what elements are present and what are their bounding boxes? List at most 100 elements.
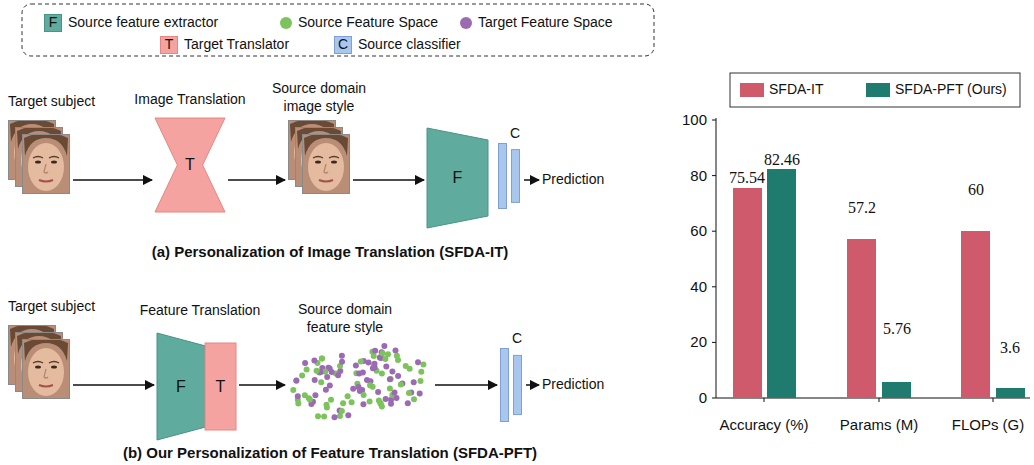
block-heading: Target subject bbox=[8, 298, 118, 316]
legend-text: Source Feature Space bbox=[298, 14, 438, 32]
output-label: Prediction bbox=[542, 171, 604, 189]
axis-tick: 0 bbox=[699, 389, 707, 408]
feature-dot bbox=[293, 377, 299, 383]
stage-label: Feature Translation bbox=[140, 302, 261, 320]
bars-shape bbox=[500, 348, 522, 422]
bars-block: C bbox=[500, 348, 522, 422]
feature-dot bbox=[378, 400, 384, 406]
legend-text: Source classifier bbox=[358, 36, 461, 54]
block-heading: C bbox=[509, 330, 525, 348]
bar-value: 57.2 bbox=[848, 198, 876, 218]
feature-dot bbox=[405, 400, 411, 406]
feature-dot bbox=[415, 359, 421, 365]
feature-dot bbox=[307, 396, 313, 402]
feature-dot bbox=[403, 363, 409, 369]
feature-dot bbox=[389, 368, 395, 374]
feature-dot bbox=[370, 384, 376, 390]
legend-text: Target Translator bbox=[184, 36, 289, 54]
block-letter: F bbox=[453, 168, 463, 188]
feature-dot bbox=[327, 383, 333, 389]
feature-dot bbox=[312, 392, 318, 398]
category-label: FLOPs (G) bbox=[952, 416, 1025, 435]
feature-dot bbox=[349, 399, 355, 405]
feature-dot bbox=[319, 356, 325, 362]
output-arrow bbox=[524, 179, 539, 181]
feature-dot bbox=[318, 379, 324, 385]
feature-dot bbox=[302, 392, 308, 398]
axis-tick: 40 bbox=[690, 277, 707, 296]
feature-dot bbox=[383, 364, 389, 370]
feature-dot bbox=[356, 371, 362, 377]
translator-shape bbox=[205, 343, 236, 430]
legend-text: SFDA-IT bbox=[769, 81, 823, 99]
feature-dot bbox=[329, 369, 335, 375]
axis-tick: 20 bbox=[690, 333, 707, 352]
feature-dot bbox=[293, 378, 299, 384]
feature-dot bbox=[420, 361, 426, 367]
axis-tick: 100 bbox=[682, 111, 707, 130]
feature-dot bbox=[418, 369, 424, 375]
feature-dot bbox=[375, 389, 381, 395]
feature-dot bbox=[360, 401, 366, 407]
trap-block: F bbox=[427, 128, 488, 228]
classifier-bar bbox=[499, 144, 507, 209]
legend-swatch bbox=[866, 83, 890, 97]
feature-dot bbox=[379, 349, 385, 355]
block-letter: F bbox=[176, 377, 186, 397]
feature-dot bbox=[393, 348, 399, 354]
hour-block: T bbox=[155, 118, 225, 212]
legend-frame bbox=[22, 4, 654, 56]
feature-dot bbox=[319, 356, 325, 362]
bar-value: 5.76 bbox=[883, 319, 911, 339]
feature-dot bbox=[394, 353, 400, 359]
chart-bars bbox=[733, 169, 1025, 398]
extractor-shape bbox=[157, 333, 205, 440]
legend-dot bbox=[460, 17, 472, 29]
feature-dot bbox=[394, 395, 400, 401]
feature-dot bbox=[324, 374, 330, 380]
feature-dot bbox=[418, 378, 424, 384]
feature-dot bbox=[311, 357, 317, 363]
feature-dot bbox=[312, 377, 318, 383]
legend-swatch bbox=[740, 83, 764, 97]
feature-dot bbox=[388, 376, 394, 382]
axis-tick: 60 bbox=[690, 222, 707, 241]
feature-dot bbox=[295, 401, 301, 407]
classifier-bar bbox=[501, 349, 509, 422]
feature-dot bbox=[345, 412, 351, 418]
feature-dot bbox=[302, 360, 308, 366]
feature-dot bbox=[299, 373, 305, 379]
image-stack: Source domain image style bbox=[288, 120, 350, 194]
feature-dot bbox=[304, 367, 310, 373]
bar-value: 3.6 bbox=[1000, 338, 1020, 358]
feature-dot bbox=[290, 387, 296, 393]
feature-dot bbox=[372, 348, 378, 354]
legend-text: Target Feature Space bbox=[478, 14, 613, 32]
feature-dot bbox=[380, 350, 386, 356]
feature-dot bbox=[387, 385, 393, 391]
feature-dot bbox=[392, 389, 398, 395]
image-stack: Target subject bbox=[8, 120, 70, 194]
trap-block: F bbox=[157, 333, 205, 440]
feature-dot bbox=[340, 400, 346, 406]
feature-dot bbox=[381, 343, 387, 349]
legend-text: SFDA-PFT (Ours) bbox=[895, 81, 1007, 99]
feature-dot bbox=[350, 386, 356, 392]
stage-label: Image Translation bbox=[134, 91, 245, 109]
bar-value: 82.46 bbox=[764, 150, 800, 170]
block-heading: Target subject bbox=[8, 93, 118, 111]
feature-dot bbox=[387, 376, 393, 382]
feature-dot bbox=[385, 351, 391, 357]
block-heading: Source domain feature style bbox=[285, 301, 405, 336]
feature-dot bbox=[372, 361, 378, 367]
feature-dot bbox=[328, 397, 334, 403]
bars-shape bbox=[498, 143, 520, 209]
swatch-letter: T bbox=[165, 36, 174, 54]
feature-dot bbox=[358, 359, 364, 365]
flow-arrow bbox=[435, 384, 497, 386]
flow-arrow bbox=[73, 179, 152, 181]
feature-dot bbox=[411, 396, 417, 402]
output-label: Prediction bbox=[542, 376, 604, 394]
category-label: Accuracy (%) bbox=[719, 416, 808, 435]
